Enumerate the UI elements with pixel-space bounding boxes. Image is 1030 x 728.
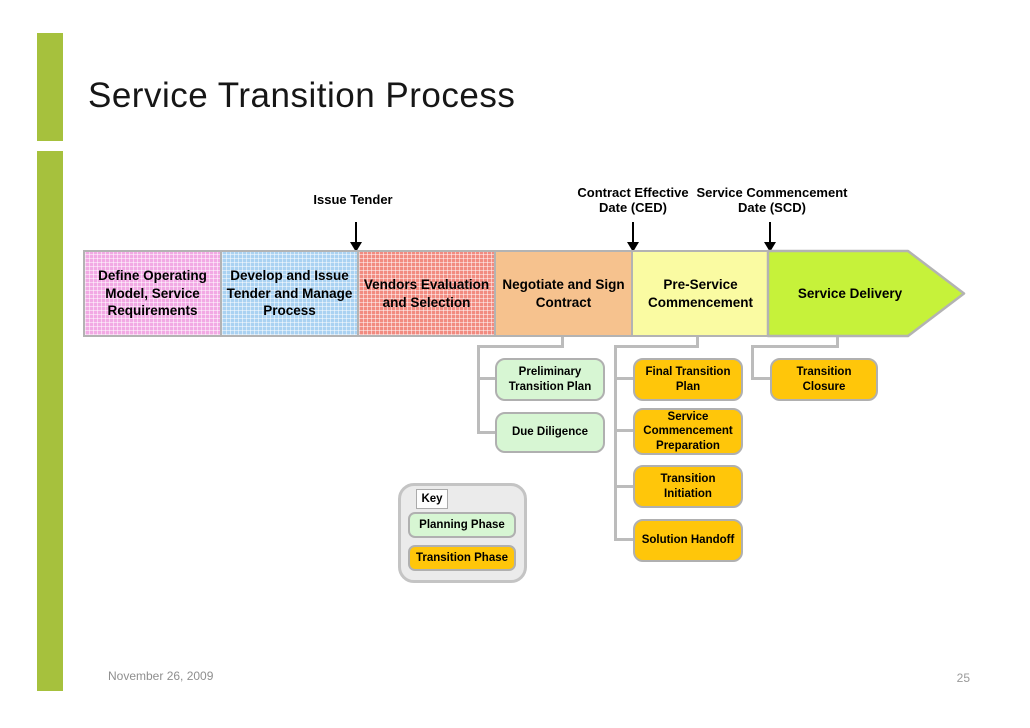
connector-line <box>614 345 699 348</box>
legend-planning-phase: Planning Phase <box>408 512 516 538</box>
connector-line <box>614 538 635 541</box>
connector-line <box>751 345 839 348</box>
connector-line <box>614 377 635 380</box>
connector-line <box>614 485 635 488</box>
connector-line <box>477 431 497 434</box>
scd-annotation: Service Commencement Date (SCD) <box>682 185 862 216</box>
box-final-transition-plan: Final Transition Plan <box>633 358 743 401</box>
accent-bar-bottom <box>37 151 63 691</box>
legend-title: Key <box>416 489 448 509</box>
connector-line <box>614 429 635 432</box>
page-title: Service Transition Process <box>88 76 516 115</box>
connector-line <box>836 337 839 347</box>
connector-line <box>751 377 772 380</box>
connector-line <box>751 345 754 379</box>
connector-line <box>477 345 564 348</box>
connector-line <box>561 337 564 347</box>
connector-line <box>614 345 617 541</box>
connector-line <box>477 377 497 380</box>
box-preliminary-transition-plan: Preliminary Transition Plan <box>495 358 605 401</box>
accent-bar-top <box>37 33 63 141</box>
legend-transition-phase: Transition Phase <box>408 545 516 571</box>
stage-negotiate-sign-contract: Negotiate and Sign Contract <box>494 252 631 335</box>
stage-service-delivery: Service Delivery <box>797 286 903 302</box>
connector-line <box>696 337 699 347</box>
footer-date: November 26, 2009 <box>108 669 214 683</box>
scd-line1: Service Commencement <box>696 185 848 200</box>
ced-line1: Contract Effective <box>577 185 689 200</box>
down-arrow-icon <box>764 222 776 252</box>
ced-annotation: Contract Effective Date (CED) <box>553 185 713 216</box>
box-due-diligence: Due Diligence <box>495 412 605 453</box>
page-number: 25 <box>956 671 970 685</box>
down-arrow-icon <box>627 222 639 252</box>
down-arrow-icon <box>350 222 362 252</box>
stage-define-operating-model: Define Operating Model, Service Requirem… <box>85 252 220 335</box>
box-solution-handoff: Solution Handoff <box>633 519 743 562</box>
scd-line2: Date (SCD) <box>738 200 806 216</box>
process-bar: Define Operating Model, Service Requirem… <box>83 250 770 337</box>
issue-tender-annotation: Issue Tender <box>313 192 393 207</box>
connector-line <box>477 345 480 434</box>
service-delivery-arrow-shape <box>766 249 966 338</box>
ced-line2: Date (CED) <box>599 200 667 216</box>
stage-vendors-evaluation: Vendors Evaluation and Selection <box>357 252 494 335</box>
stage-develop-issue-tender: Develop and Issue Tender and Manage Proc… <box>220 252 357 335</box>
box-transition-closure: Transition Closure <box>770 358 878 401</box>
box-transition-initiation: Transition Initiation <box>633 465 743 508</box>
stage-pre-service-commencement: Pre-Service Commencement <box>631 252 768 335</box>
box-service-commencement-preparation: Service Commencement Preparation <box>633 408 743 455</box>
